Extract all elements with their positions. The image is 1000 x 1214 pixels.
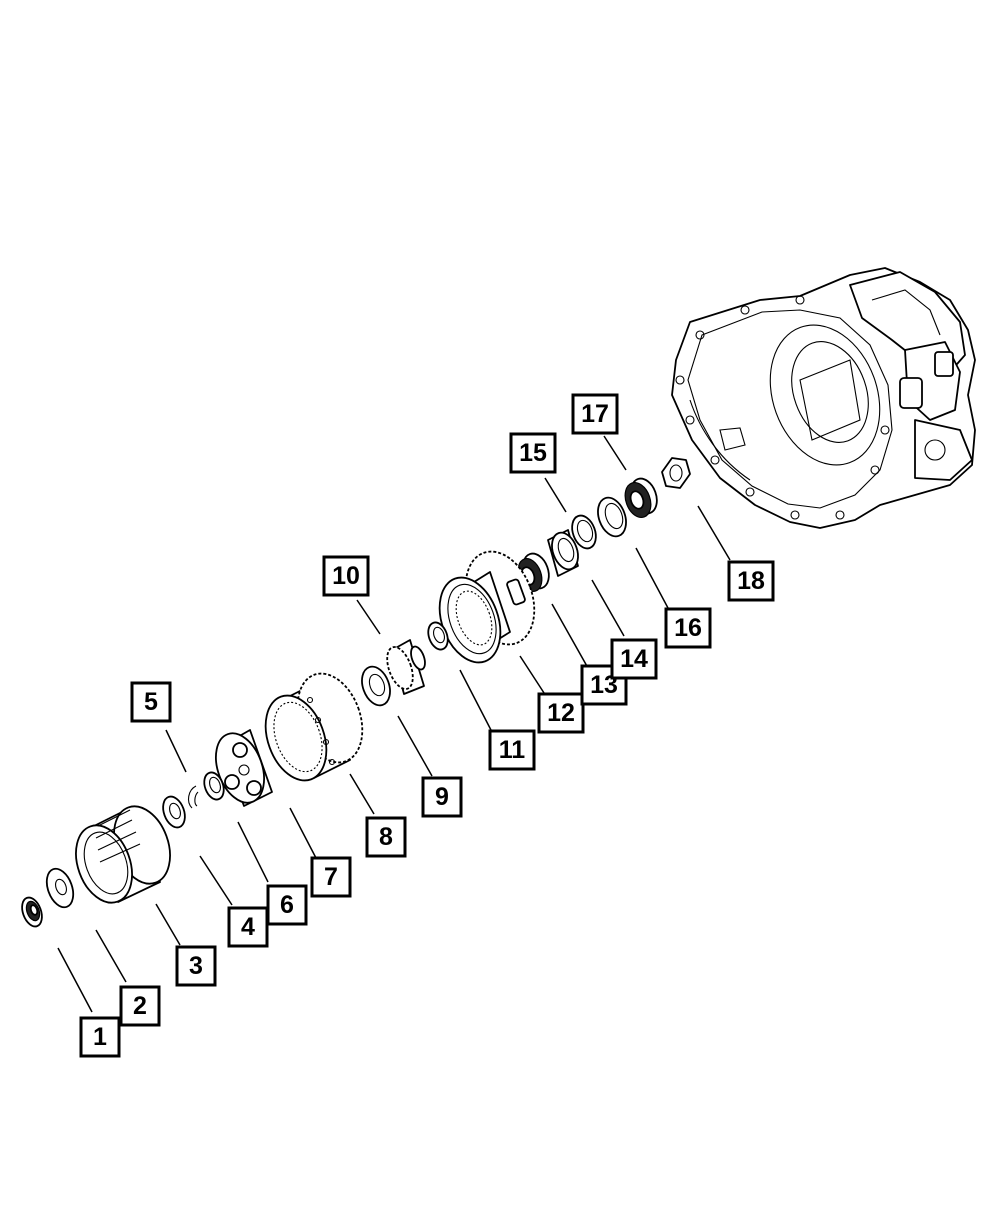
transmission-housing — [671, 267, 976, 529]
leader-2 — [95, 929, 127, 983]
svg-text:1: 1 — [93, 1023, 107, 1051]
part-10-sun-gear — [386, 639, 426, 695]
part-2-shim — [45, 867, 75, 909]
leader-12 — [519, 655, 547, 697]
part-3-clutch-housing — [75, 805, 171, 904]
callout-2: 2 — [119, 985, 161, 1027]
leader-14 — [591, 579, 625, 637]
leader-15 — [544, 477, 567, 513]
part-8-clutch-drum — [264, 672, 364, 782]
svg-text:2: 2 — [133, 992, 147, 1020]
callout-11: 11 — [488, 729, 536, 771]
svg-text:16: 16 — [674, 614, 702, 642]
callout-1: 1 — [79, 1016, 121, 1058]
svg-text:8: 8 — [379, 823, 393, 851]
part-18-nut — [661, 457, 691, 489]
svg-text:15: 15 — [519, 439, 547, 467]
svg-text:5: 5 — [144, 688, 158, 716]
callout-10: 10 — [322, 555, 370, 597]
svg-text:3: 3 — [189, 952, 203, 980]
callout-4: 4 — [227, 906, 269, 948]
callout-15: 15 — [509, 432, 557, 474]
part-17-bearing — [624, 477, 658, 519]
svg-text:11: 11 — [499, 736, 526, 764]
callouts: 1 2 3 4 5 6 7 8 — [79, 393, 775, 1058]
leader-6 — [237, 821, 269, 883]
svg-text:7: 7 — [324, 863, 338, 891]
svg-text:12: 12 — [547, 699, 575, 727]
callout-7: 7 — [310, 856, 352, 898]
svg-text:17: 17 — [581, 400, 609, 428]
leader-7 — [289, 807, 317, 859]
leader-8 — [349, 773, 375, 815]
svg-text:10: 10 — [332, 562, 360, 590]
part-5-snap-ring — [187, 785, 199, 809]
callout-18: 18 — [727, 560, 775, 602]
callout-12: 12 — [537, 692, 585, 734]
part-11-washer — [427, 621, 449, 651]
svg-text:4: 4 — [241, 913, 255, 941]
leader-10 — [356, 599, 381, 635]
part-7-planetary-carrier — [215, 729, 273, 807]
leader-13 — [551, 603, 589, 669]
callout-16: 16 — [664, 607, 712, 649]
callout-9: 9 — [421, 776, 463, 818]
part-12-ring-gear-assembly — [438, 550, 536, 664]
leader-lines — [57, 435, 731, 1013]
leader-1 — [57, 947, 93, 1013]
part-6-washer — [203, 771, 225, 801]
part-16-bearing-cup — [597, 496, 627, 538]
callout-8: 8 — [365, 816, 407, 858]
leader-11 — [459, 669, 493, 733]
leader-4 — [199, 855, 233, 906]
leader-17 — [603, 435, 627, 471]
callout-6: 6 — [266, 884, 308, 926]
part-9-washer — [361, 665, 391, 707]
part-4-thrust-plate — [162, 795, 186, 829]
leader-5 — [165, 729, 187, 773]
leader-16 — [635, 547, 669, 609]
svg-text:6: 6 — [280, 891, 294, 919]
callout-5: 5 — [130, 681, 172, 723]
leader-9 — [397, 715, 433, 777]
callout-17: 17 — [571, 393, 619, 435]
svg-text:18: 18 — [737, 567, 765, 595]
part-14-15-shim — [547, 514, 597, 577]
leader-18 — [697, 505, 731, 561]
part-1-seal — [21, 896, 43, 928]
callout-14: 14 — [610, 638, 658, 680]
callout-3: 3 — [175, 945, 217, 987]
leader-3 — [155, 903, 181, 946]
svg-text:14: 14 — [620, 645, 648, 673]
svg-text:9: 9 — [435, 783, 449, 811]
